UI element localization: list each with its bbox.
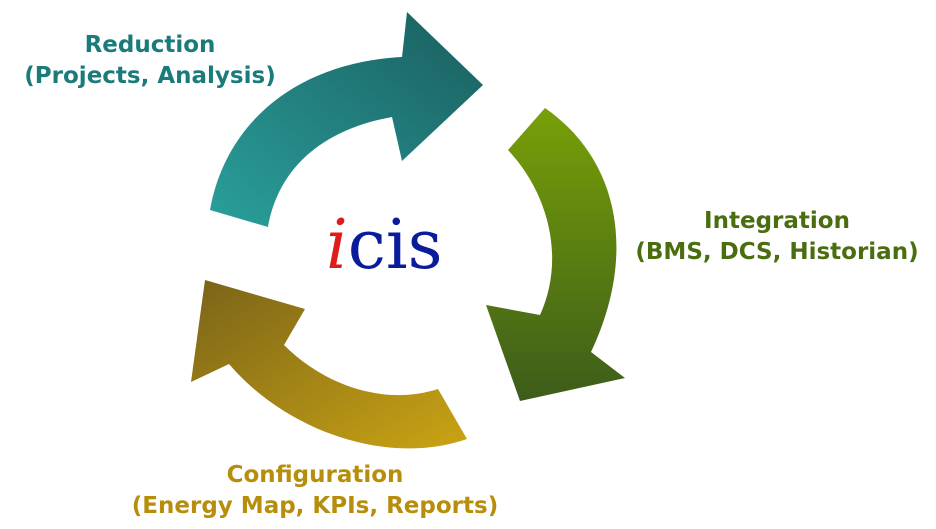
integration-arrow-icon [486,108,625,401]
configuration-subtitle: (Energy Map, KPIs, Reports) [131,493,499,519]
logo-i: i [326,206,348,285]
reduction-title: Reduction [84,32,216,58]
icis-logo: icis [326,206,486,286]
integration-title: Integration [704,208,850,234]
configuration-title: Configuration [226,462,404,488]
configuration-label: Configuration (Energy Map, KPIs, Reports… [100,460,530,522]
configuration-arrow-icon [191,280,467,449]
integration-label: Integration (BMS, DCS, Historian) [618,206,936,268]
reduction-subtitle: (Projects, Analysis) [24,63,276,89]
logo-cis: cis [347,206,443,285]
reduction-arrow-icon [210,12,483,227]
reduction-label: Reduction (Projects, Analysis) [4,30,296,92]
integration-subtitle: (BMS, DCS, Historian) [635,239,919,265]
